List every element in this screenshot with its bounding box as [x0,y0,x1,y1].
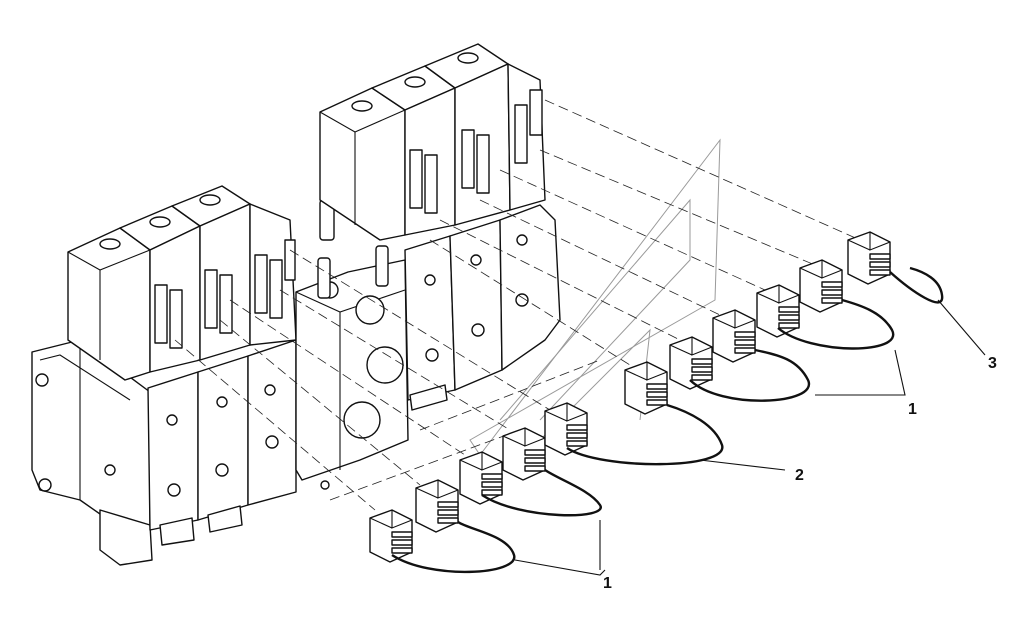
valve-section-1 [147,371,199,531]
connector-plug-10 [799,259,843,313]
left-terminals [154,239,296,349]
callout-3: 3 [988,355,997,372]
valve-section-6 [499,204,561,371]
connector-plug-9 [756,284,800,338]
connector-plug-5 [544,402,588,456]
callout-1-lower: 1 [603,575,612,592]
connector-plug-7 [669,336,713,390]
valve-block-assembly [31,43,561,566]
cables [391,266,944,574]
connector-plug-2 [415,479,459,533]
callout-1-upper: 1 [908,401,917,418]
valve-section-4 [404,235,456,401]
connector-plug-8 [712,309,756,363]
connector-plug-4 [502,427,546,481]
leader-lines [514,299,986,576]
connector-plugs [369,231,891,563]
connector-plug-1 [369,509,413,563]
connector-plug-3 [459,451,503,505]
connector-plug-11 [847,231,891,285]
right-terminals [409,89,543,214]
connector-plug-6 [624,361,668,415]
callout-2: 2 [795,467,804,484]
assembly-lines [174,99,861,511]
